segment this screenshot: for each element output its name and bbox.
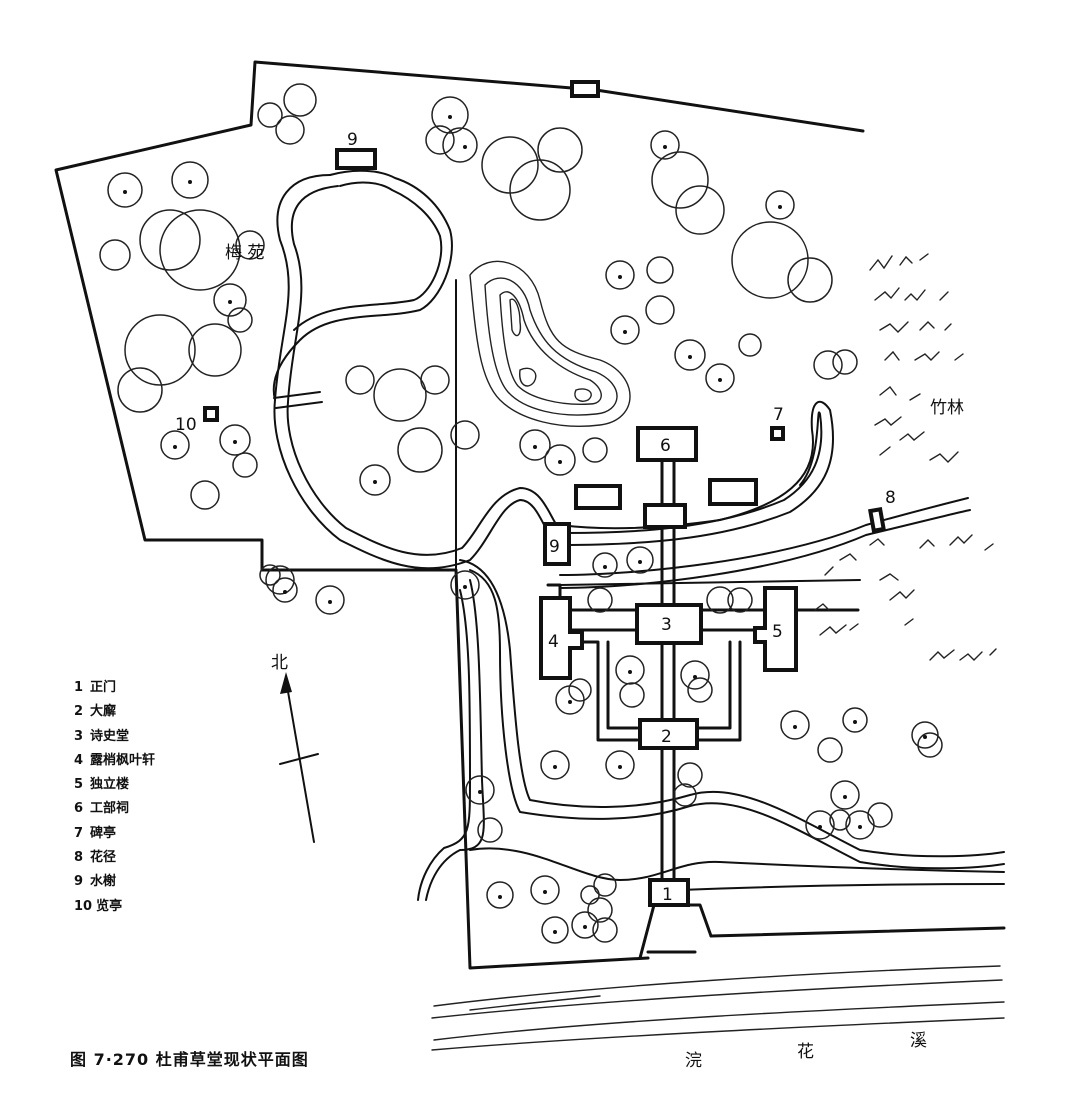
legend-item-number: 2	[74, 704, 84, 720]
legend-item-name: 工部祠	[90, 801, 130, 817]
legend-item: 9 水榭	[74, 870, 155, 894]
legend-item: 1 正门	[74, 676, 155, 700]
plum-garden-label: 梅 苑	[225, 243, 264, 263]
legend-item-name: 水榭	[90, 874, 117, 890]
bamboo-grove-label: 竹林	[930, 398, 964, 418]
legend-item: 6 工部祠	[74, 797, 155, 821]
stele-7-number: 7	[773, 405, 784, 425]
legend-item: 4 露梢枫叶轩	[74, 749, 155, 773]
rockery-hill	[469, 260, 631, 427]
building-6-shrine	[636, 426, 698, 462]
building-2-hall	[638, 718, 699, 750]
legend-item-name: 览亭	[96, 898, 123, 914]
legend-item-name: 花径	[90, 850, 117, 866]
building-9-waterside-mid	[543, 522, 571, 566]
legend-item: 3 诗史堂	[74, 725, 155, 749]
buildings	[203, 148, 886, 907]
boundary-wall	[54, 60, 1006, 970]
building-gate-house	[643, 503, 687, 529]
side-building-east	[708, 478, 758, 506]
hall-3-number: 3	[661, 615, 672, 635]
creek-label-1: 浣	[685, 1051, 702, 1071]
central-axis	[455, 279, 861, 887]
waterside-9-top-number: 9	[347, 130, 358, 150]
tower-5-number: 5	[772, 622, 783, 642]
legend-item-number: 3	[74, 728, 84, 744]
gate-number: 1	[662, 885, 673, 905]
building-4-pavilion	[539, 596, 584, 680]
legend-item-name: 正门	[90, 680, 117, 695]
building-1-gate	[648, 878, 690, 907]
legend-item: 2 大廨	[74, 700, 155, 724]
legend-item-name: 碑亭	[90, 825, 117, 841]
north-label: 北	[271, 653, 288, 673]
legend-item-name: 诗史堂	[90, 728, 130, 744]
creek-label-3: 溪	[910, 1031, 927, 1051]
legend-item-number: 10	[74, 898, 93, 914]
legend-item-name: 露梢枫叶轩	[90, 752, 156, 768]
building-10-pavilion	[203, 406, 219, 422]
legend-item-number: 6	[74, 801, 84, 817]
legend-item-number: 5	[74, 777, 84, 793]
north-gate	[570, 80, 600, 98]
legend-item: 7 碑亭	[74, 822, 155, 846]
creek-label-2: 花	[797, 1042, 814, 1062]
legend-item-name: 独立楼	[90, 777, 130, 793]
bamboo-strokes	[814, 253, 997, 661]
building-9-waterside-top	[335, 148, 377, 170]
legend-item: 5 独立楼	[74, 773, 155, 797]
north-arrow: 北	[271, 653, 319, 843]
legend-item-name: 大廨	[90, 704, 117, 720]
pavilion-4-number: 4	[548, 632, 559, 652]
tree-canopies	[99, 83, 943, 944]
creek	[431, 965, 1005, 1051]
legend-item-number: 9	[74, 874, 84, 890]
waterside-9-mid-number: 9	[549, 537, 560, 557]
legend-item-number: 7	[74, 825, 84, 841]
legend-item-number: 1	[74, 680, 84, 695]
shrine-6-number: 6	[660, 436, 671, 456]
legend-item-number: 4	[74, 752, 84, 768]
building-5-tower	[753, 586, 798, 672]
path-8-number: 8	[885, 488, 896, 508]
building-7-stele	[770, 426, 785, 441]
legend-item-number: 8	[74, 850, 84, 866]
building-8-path-gate	[868, 506, 886, 534]
legend-item: 8 花径	[74, 846, 155, 870]
pavilion-10-number: 10	[175, 415, 197, 435]
figure-caption: 图 7·270 杜甫草堂现状平面图	[70, 1050, 309, 1069]
pond-channels	[272, 169, 1005, 901]
building-3-hall	[635, 603, 703, 645]
side-building-west	[574, 484, 622, 510]
hall-2-number: 2	[661, 727, 672, 747]
